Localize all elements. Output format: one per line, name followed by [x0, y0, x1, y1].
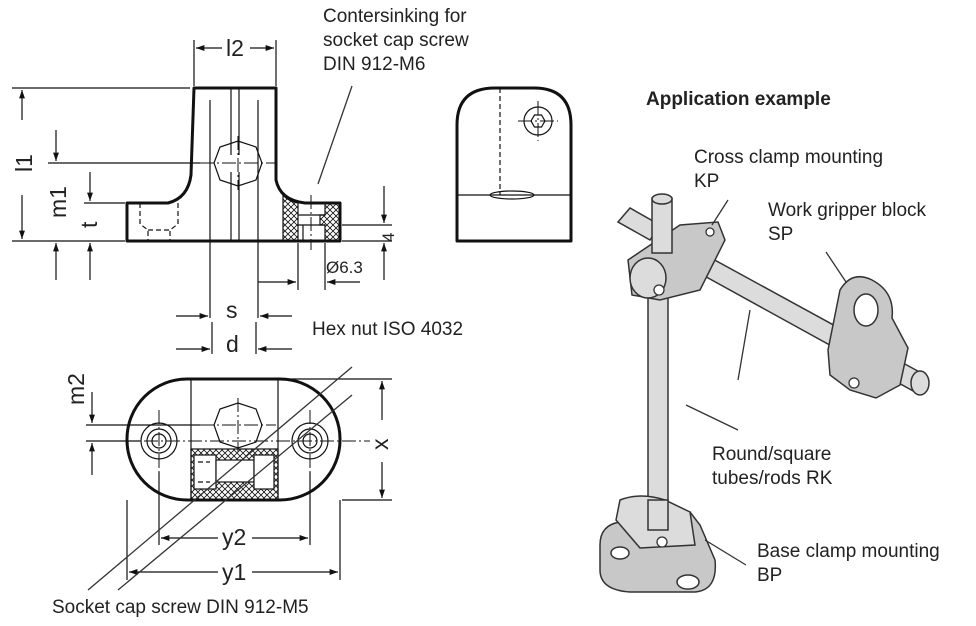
base-clamp-label-2: BP	[757, 565, 782, 586]
tubes-label-2: tubes/rods RK	[712, 468, 833, 489]
countersink-label-2: socket cap screw	[323, 30, 469, 51]
dim-s: s	[226, 297, 238, 323]
hex-nut-label: Hex nut ISO 4032	[312, 319, 463, 340]
cross-clamp-label-1: Cross clamp mounting	[694, 147, 883, 168]
end-view-outline	[455, 86, 573, 243]
countersink-label-3: DIN 912-M6	[323, 54, 425, 75]
application-example	[599, 193, 930, 593]
dim-l2: l2	[226, 35, 244, 61]
countersink-label-1: Contersinking for	[323, 6, 467, 27]
dim-l1: l1	[11, 154, 37, 172]
dim-y1: y1	[222, 559, 246, 585]
top-view	[86, 366, 392, 591]
tubes-label-1: Round/square	[712, 444, 831, 465]
work-gripper-label-1: Work gripper block	[768, 200, 927, 221]
application-title: Application example	[646, 89, 831, 110]
vertical-rod	[647, 294, 669, 531]
dim-y2: y2	[222, 524, 246, 550]
base-clamp-label-1: Base clamp mounting	[757, 541, 940, 562]
dim-m2: m2	[63, 373, 89, 405]
dim-d: d	[226, 331, 239, 357]
dim-dia: Ø6.3	[326, 258, 363, 277]
side-view	[12, 40, 392, 318]
end-view	[455, 86, 573, 243]
socket-screw-label: Socket cap screw DIN 912-M5	[52, 597, 309, 618]
dim-m1: m1	[45, 186, 71, 218]
cross-clamp-label-2: KP	[694, 171, 719, 192]
dim-x: x	[367, 438, 393, 450]
side-view-outline	[125, 86, 342, 243]
work-gripper-block	[827, 275, 909, 399]
rod-dimensions	[176, 313, 292, 354]
dim-t: t	[76, 221, 102, 228]
section-hatch	[275, 179, 299, 242]
dim-4: 4	[379, 233, 398, 242]
work-gripper-label-2: SP	[768, 224, 793, 245]
